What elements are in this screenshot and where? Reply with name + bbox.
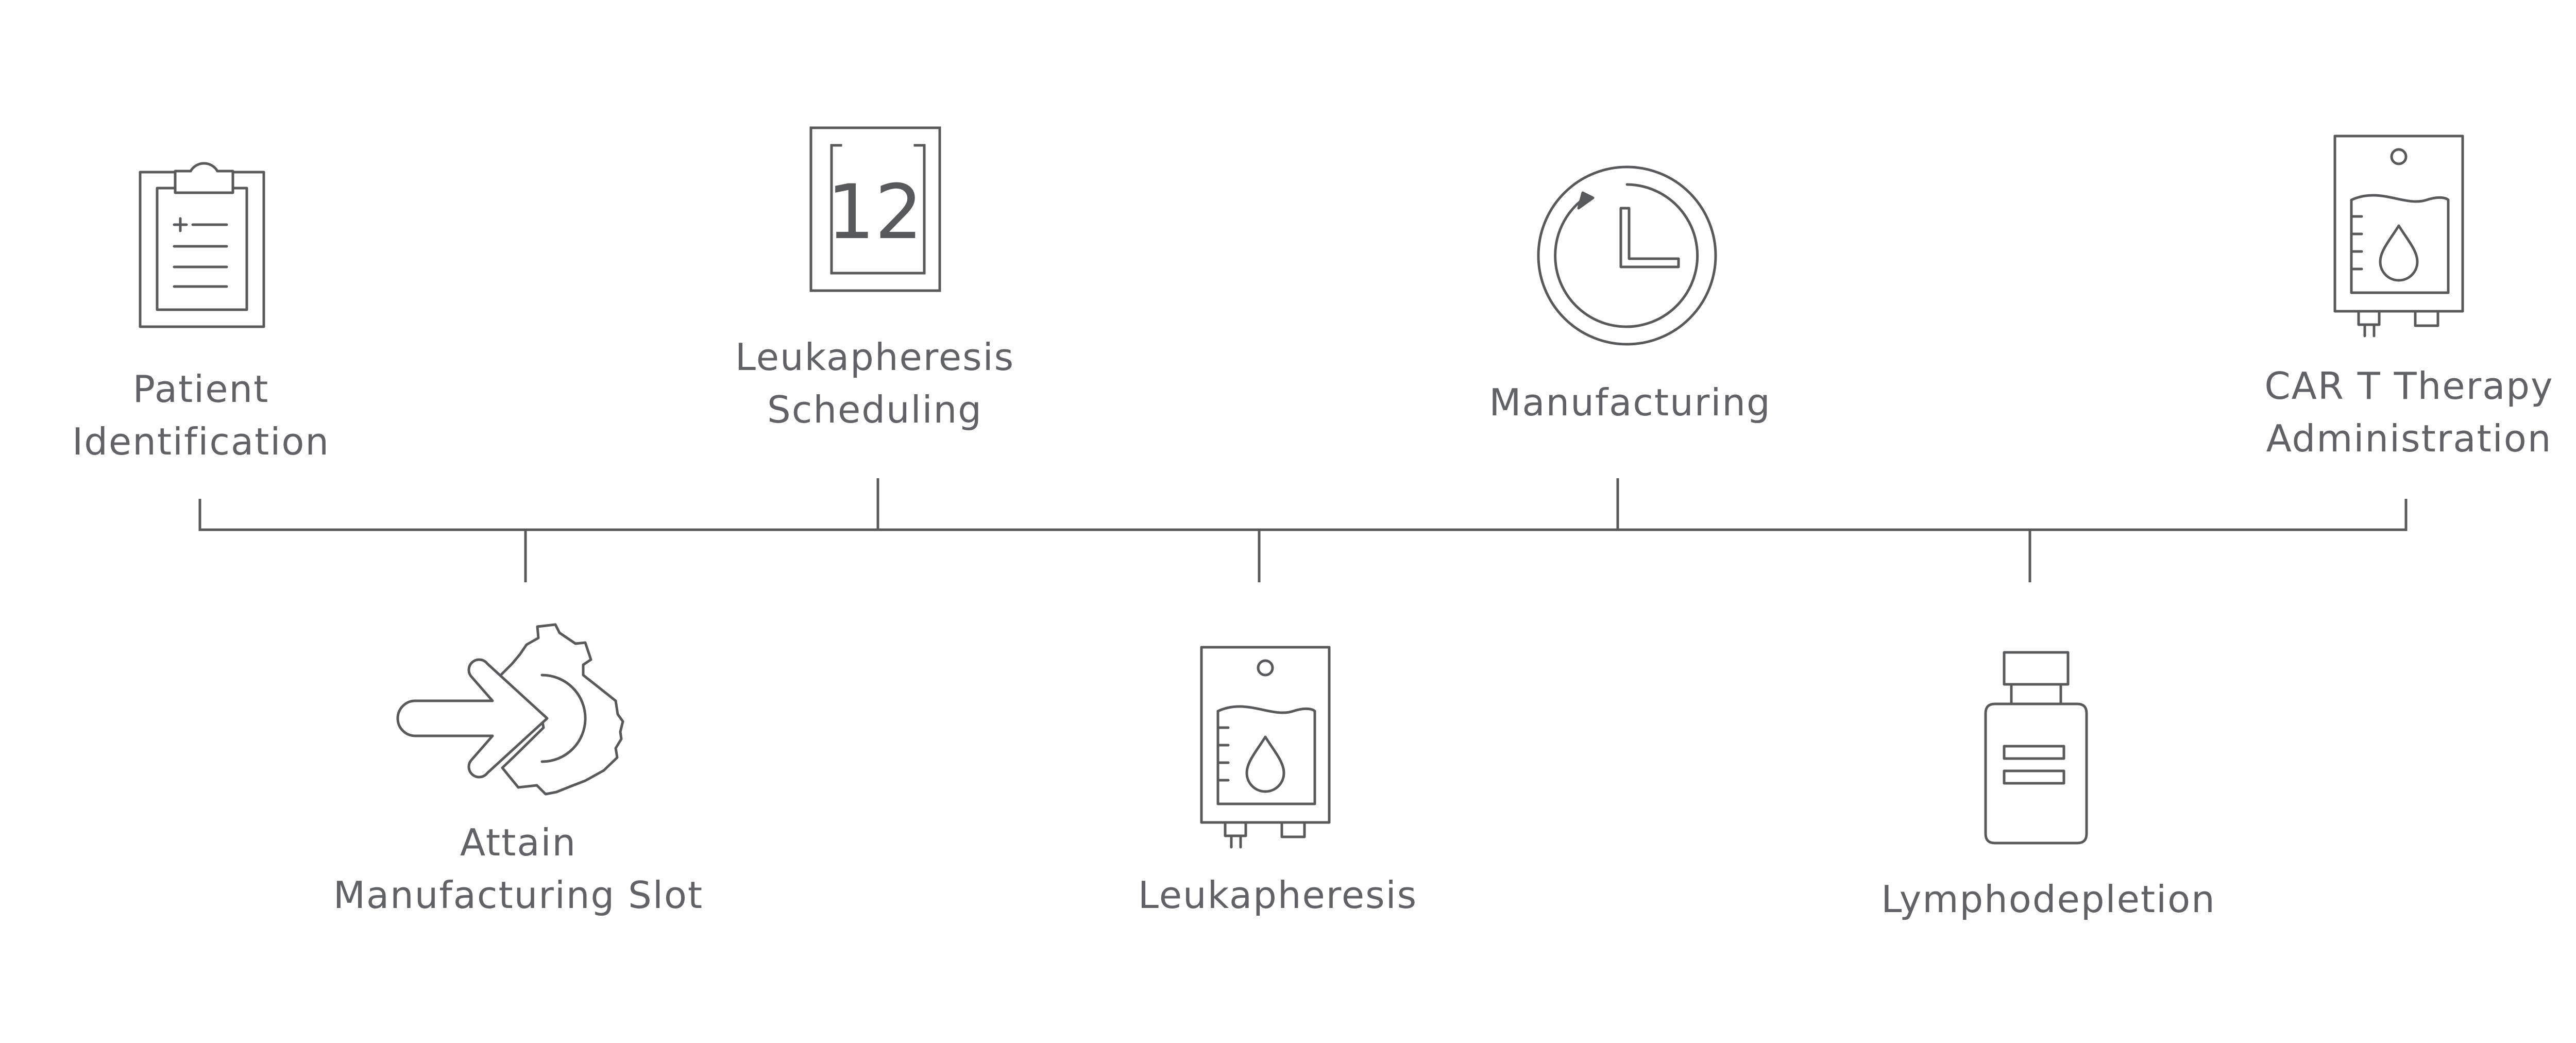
step-label-leukapheresis: Leukapheresis [1138,869,1417,921]
step-label-line: Lymphodepletion [1881,878,2216,921]
medicine-vial-icon [1984,651,2088,845]
step-label-line: CAR T Therapy [2264,364,2554,408]
calendar-date-text: 12 [827,169,923,256]
step-label-attain-manufacturing-slot: Attain Manufacturing Slot [333,816,703,921]
step-label-line: Leukapheresis [735,335,1015,379]
arrow-gear-icon [396,623,624,796]
clipboard-icon [139,162,265,328]
infusion-bag-icon [2333,134,2464,338]
clock-icon [1537,165,1717,346]
step-label-line: Scheduling [767,388,982,431]
step-label-line: Patient [132,367,269,411]
step-label-lymphodepletion: Lymphodepletion [1881,873,2216,926]
step-label-patient-identification: Patient Identification [72,363,330,468]
calendar-12-icon: 12 [809,126,941,292]
step-label-line: Leukapheresis [1138,873,1418,917]
step-label-line: Attain [460,821,577,864]
step-label-line: Administration [2266,417,2552,460]
step-label-line: Identification [72,420,330,463]
step-label-line: Manufacturing Slot [333,873,704,917]
blood-bag-icon [1200,646,1331,849]
step-label-leukapheresis-scheduling: Leukapheresis Scheduling [735,331,1014,436]
step-label-car-t-therapy-administration: CAR T Therapy Administration [2264,360,2553,465]
step-label-line: Manufacturing [1489,381,1771,424]
step-label-manufacturing: Manufacturing [1489,376,1771,429]
